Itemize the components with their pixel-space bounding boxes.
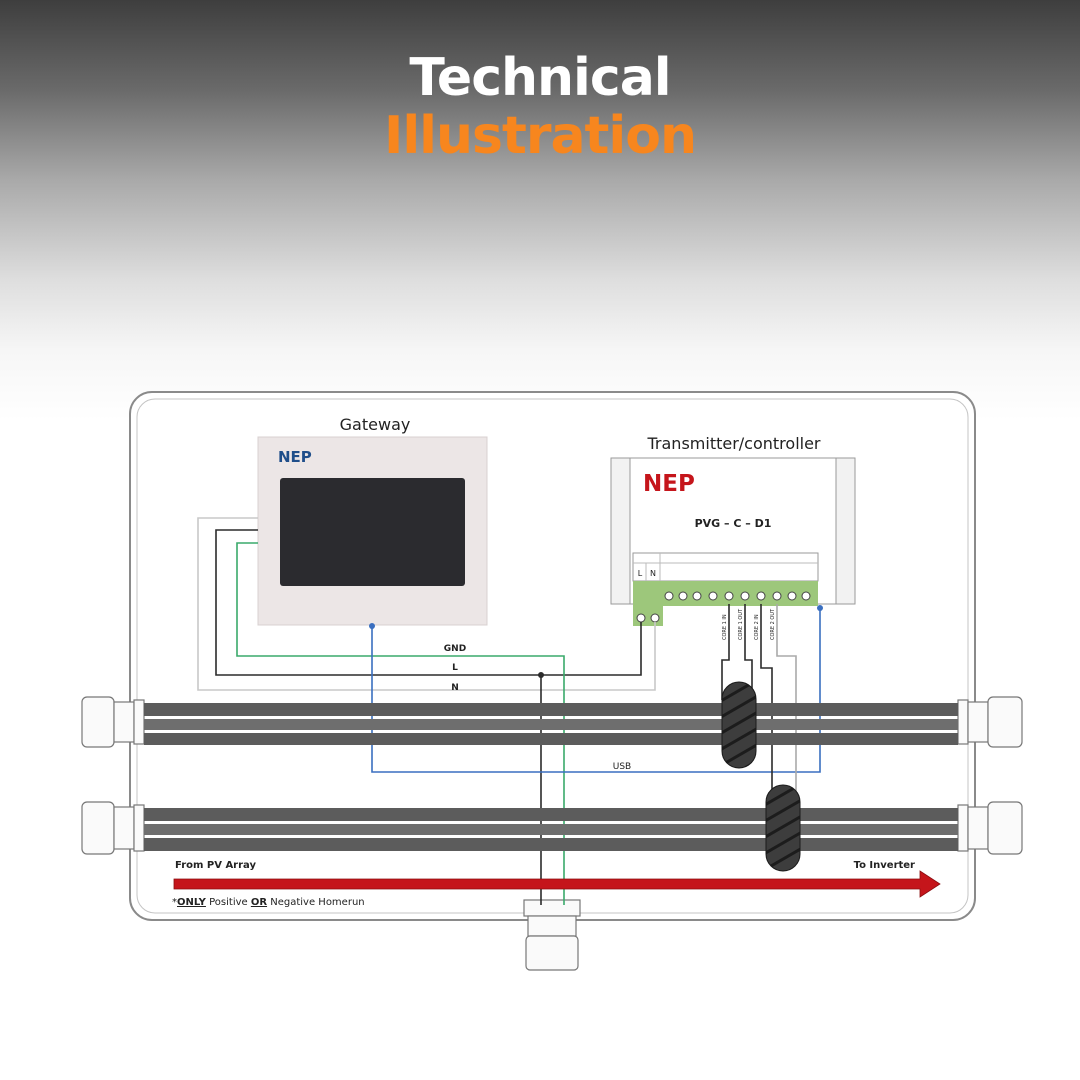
core-1-in-wire xyxy=(721,604,730,700)
current-coil-2 xyxy=(765,784,801,872)
core-2-out-label: CORE 2 OUT xyxy=(770,608,776,640)
transmitter-right-flange xyxy=(835,457,856,605)
gateway-usb-port xyxy=(369,623,375,629)
core-1-in-label: CORE 1 IN xyxy=(722,614,728,640)
terminal-n-label: N xyxy=(650,569,656,578)
homerun-note: *ONLY Positive OR Negative Homerun xyxy=(172,897,365,908)
live-junction-dot xyxy=(538,672,544,678)
heading-line-technical: Technical xyxy=(409,48,671,108)
gateway-screen xyxy=(280,478,465,586)
core-1-out-label: CORE 1 OUT xyxy=(738,608,744,640)
cable-gland-left-top xyxy=(81,696,145,748)
gateway-nep-logo: NEP xyxy=(278,448,312,466)
neutral-wire xyxy=(197,517,656,691)
transmitter-usb-port xyxy=(817,605,823,611)
cable-gland-left-bottom xyxy=(81,801,145,855)
live-wire xyxy=(215,529,642,676)
transmitter-label: Transmitter/controller xyxy=(647,434,821,453)
usb-cable-label: USB xyxy=(613,762,631,772)
cable-gland-right-bottom xyxy=(957,801,1023,855)
cable-gland-bottom xyxy=(523,899,581,971)
core-2-in-label: CORE 2 IN xyxy=(754,614,760,640)
flow-direction-arrow xyxy=(173,870,941,898)
transmitter-nep-logo: NEP xyxy=(643,471,695,497)
from-pv-array-label: From PV Array xyxy=(175,860,256,871)
core-1-out-wire xyxy=(744,604,753,700)
page-heading: Technical Illustration xyxy=(0,48,1080,164)
heading-line-illustration: Illustration xyxy=(384,106,697,166)
pv-cable-bundle-top xyxy=(144,703,958,745)
n-wire-label: N xyxy=(451,683,459,693)
transmitter-left-flange xyxy=(610,457,631,605)
pv-cable-bundle-bottom xyxy=(144,808,958,851)
to-inverter-label: To Inverter xyxy=(854,860,915,871)
gateway-label: Gateway xyxy=(340,415,411,434)
terminal-screws xyxy=(636,591,811,623)
terminal-l-label: L xyxy=(638,569,643,578)
gnd-wire-label: GND xyxy=(444,644,466,654)
cable-gland-right-top xyxy=(957,696,1023,748)
l-wire-label: L xyxy=(452,663,458,673)
usb-cable xyxy=(371,606,821,773)
current-coil-1 xyxy=(721,681,757,769)
transmitter-model-label: PVG – C – D1 xyxy=(695,517,772,530)
terminal-label-strip xyxy=(632,552,819,582)
